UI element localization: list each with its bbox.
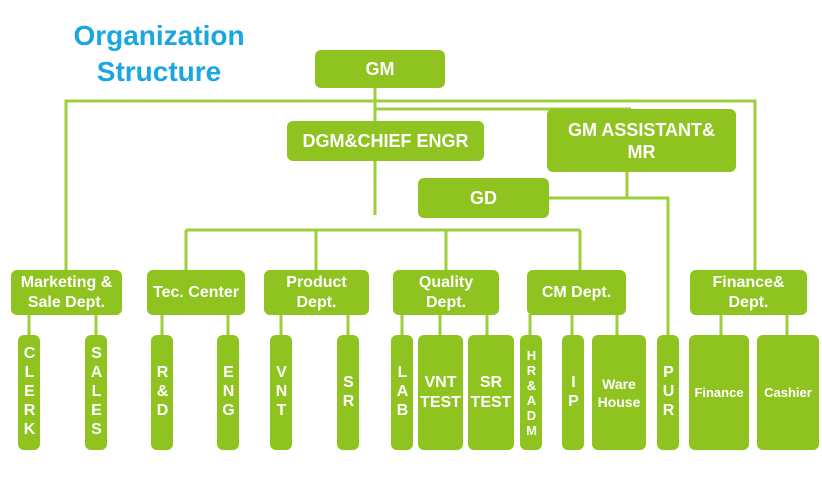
node-gd: GD	[418, 178, 549, 218]
node-rd: R&D	[151, 335, 173, 450]
chart-title: Organization Structure	[73, 20, 245, 87]
node-hr-adm: HR&ADM	[520, 335, 542, 450]
node-finance-dept: Finance& Dept.	[690, 270, 807, 315]
node-pur: PUR	[657, 335, 679, 450]
node-dgm-chief-engr: DGM&CHIEF ENGR	[287, 121, 484, 161]
node-vnt-test: VNT TEST	[418, 335, 463, 450]
node-eng: ENG	[217, 335, 239, 450]
node-gm: GM	[315, 50, 445, 88]
node-lab: LAB	[391, 335, 413, 450]
node-tec-center: Tec. Center	[147, 270, 245, 315]
node-product-dept: Product Dept.	[264, 270, 369, 315]
node-quality-dept: Quality Dept.	[393, 270, 499, 315]
node-clerk: CLERK	[18, 335, 40, 450]
node-marketing-sale-dept: Marketing & Sale Dept.	[11, 270, 122, 315]
node-warehouse: Ware House	[592, 335, 646, 450]
node-finance: Finance	[689, 335, 749, 450]
node-gm-assistant-mr: GM ASSISTANT& MR	[547, 109, 736, 172]
node-cm-dept: CM Dept.	[527, 270, 626, 315]
node-ip: IP	[562, 335, 584, 450]
node-vnt: VNT	[270, 335, 292, 450]
node-sr-test: SR TEST	[468, 335, 514, 450]
node-sales: SALES	[85, 335, 107, 450]
node-cashier: Cashier	[757, 335, 819, 450]
node-sr: SR	[337, 335, 359, 450]
